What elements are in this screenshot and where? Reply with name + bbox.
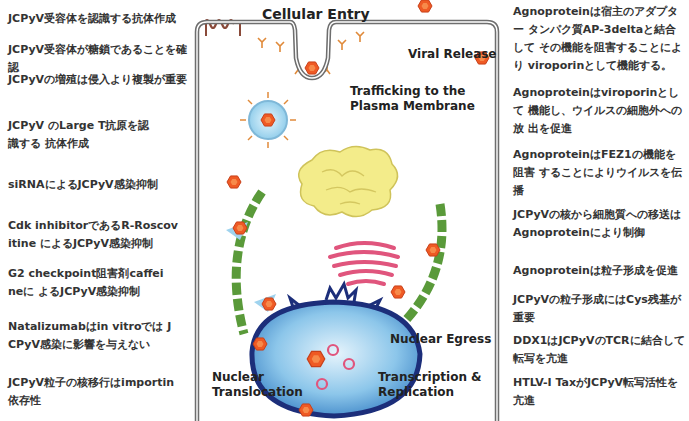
process-label: Trafficking to the Plasma Membrane <box>350 84 490 114</box>
golgi <box>330 243 398 284</box>
process-label: Nuclear Egress <box>390 332 500 347</box>
endosome <box>240 92 296 148</box>
finding-note: JCPyVの粒子形成にはCys残基が 重要 <box>513 291 685 327</box>
cell-membrane <box>190 0 502 421</box>
finding-note: JCPyV受容体を認識する抗体作成 <box>8 10 190 28</box>
cell-outline: Cellular EntryViral ReleaseTrafficking t… <box>190 0 502 421</box>
receptor-stem <box>206 24 240 36</box>
finding-note: AgnoproteinはFEZ1の機能を阻害 することによりウイルスを伝播 <box>513 146 685 200</box>
finding-note: JCPyVの核から細胞質への移送は Agnoproteinにより制御 <box>513 206 685 242</box>
finding-note: JCPyV受容体が糖鎖であることを確認 <box>8 41 194 77</box>
process-label: Nuclear Translocation <box>212 370 292 400</box>
process-label: Transcription & Replication <box>378 370 494 400</box>
virion <box>227 0 489 416</box>
finding-note: Agnoproteinは粒子形成を促進 <box>513 262 689 280</box>
cell-heading: Cellular Entry <box>262 6 402 23</box>
finding-note: JCPyVの増殖は侵入より複製が重要 <box>8 71 194 89</box>
capsid-triangle <box>226 222 276 312</box>
finding-note: Agnoproteinは宿主のアダプター タンパク質AP-3deltaと結合して… <box>513 3 685 75</box>
finding-note: DDX1はJCPyVのTCRに結合して 転写を亢進 <box>513 332 685 368</box>
finding-note: siRNAによるJCPyV感染抑制 <box>8 176 194 194</box>
receptor-marks <box>258 32 364 74</box>
finding-note: Agnoproteinはviroporinとして 機能し、ウイルスの細胞外への放… <box>513 84 685 138</box>
finding-note: JCPyV のLarge T抗原を認識する 抗体作成 <box>8 117 160 153</box>
finding-note: JCPyV粒子の核移行はimportin 依存性 <box>8 374 178 410</box>
finding-note: HTLV-I TaxがJCPyV転写活性を 亢進 <box>513 374 685 410</box>
endoplasmic-reticulum <box>299 146 398 216</box>
process-label: Viral Release <box>408 47 498 62</box>
finding-note: Cdk inhibitorであるR-Roscovitine によるJCPyV感染… <box>8 217 180 253</box>
finding-note: G2 checkpoint阻害剤caffeineに よるJCPyV感染抑制 <box>8 265 170 301</box>
finding-note: Natalizumabはin vitroでは JCPyV感染に影響を与えない <box>8 318 174 354</box>
